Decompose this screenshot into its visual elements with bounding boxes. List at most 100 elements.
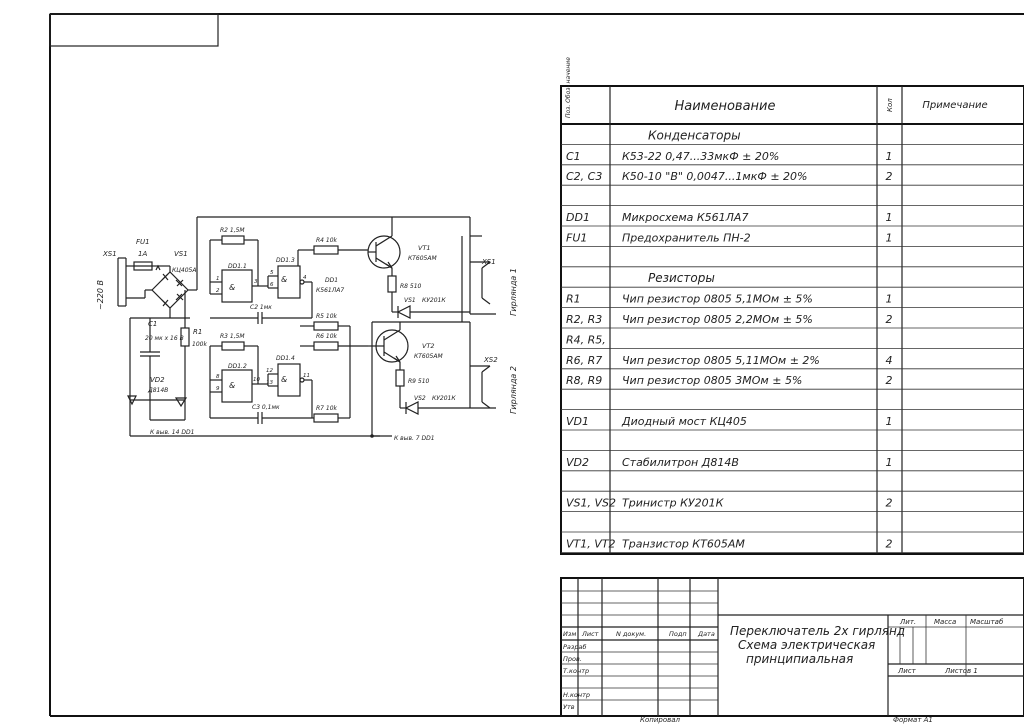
label-xs1-left: XS1 xyxy=(102,250,117,258)
spec-row-qty: 2 xyxy=(886,497,893,510)
spec-header-qty: Кол xyxy=(886,98,894,112)
label-r8: R8 510 xyxy=(400,283,422,290)
label-r1-val: 100k xyxy=(192,341,207,348)
pin-dd14-13: 13 xyxy=(266,380,273,386)
label-dd14: DD1.4 xyxy=(276,355,295,362)
xs1-socket xyxy=(470,261,491,305)
spec-row-ref: R2, R3 xyxy=(566,313,602,326)
label-vs2: VS2 xyxy=(414,395,426,402)
label-r5: R5 10k xyxy=(316,313,338,320)
tb-row-prov: Пров. xyxy=(563,655,582,663)
spec-row-qty: 2 xyxy=(886,170,893,183)
resistor-r2 xyxy=(221,235,245,245)
label-vd2: VD2 xyxy=(150,376,165,384)
pin-dd12-8: 8 xyxy=(216,374,220,380)
tb-row-razrab: Разраб xyxy=(563,643,586,651)
spec-row-name: Чип резистор 0805 5,11МОм ± 2% xyxy=(622,354,820,367)
resistor-r5 xyxy=(313,321,339,331)
tb-col-izm: Изм xyxy=(563,630,576,638)
spec-row-qty: 1 xyxy=(886,211,893,224)
spec-row-ref: R6, R7 xyxy=(566,354,602,367)
label-r4: R4 10k xyxy=(316,237,338,244)
tb-kopiroval: Копировал xyxy=(640,716,681,724)
label-c2: C2 1мк xyxy=(250,304,272,311)
tb-col-list: Лист xyxy=(581,630,599,638)
gate-dd13-amp: & xyxy=(281,275,287,284)
label-vd2-val: Д814В xyxy=(147,387,168,394)
spec-row-name: Предохранитель ПН-2 xyxy=(622,231,751,244)
spec-row-ref: VD2 xyxy=(566,456,589,469)
tb-title-line3: принципиальная xyxy=(746,652,853,666)
label-fu1: FU1 xyxy=(136,238,150,246)
label-xs1-out: XS1 xyxy=(481,258,496,266)
spec-section-title: Конденсаторы xyxy=(648,128,741,142)
schematic: XS1 ~220 В FU1 1А VS1 КЦ405А xyxy=(96,216,518,442)
sheet-frame xyxy=(49,13,1024,717)
pin-dd13-6: 6 xyxy=(270,282,274,288)
label-vt2: VT2 xyxy=(422,342,435,350)
label-fu1-val: 1А xyxy=(138,250,147,258)
resistor-r4 xyxy=(313,245,339,255)
label-dd13: DD1.3 xyxy=(276,257,295,264)
zener-vd2 xyxy=(174,397,188,408)
resistor-r8 xyxy=(387,275,397,293)
tb-col-doc: N докум. xyxy=(616,630,646,638)
spec-row-ref: R4, R5, xyxy=(566,333,606,346)
gate-dd11 xyxy=(221,269,253,303)
tb-masshtab: Масштаб xyxy=(970,618,1004,626)
label-vt1: VT1 xyxy=(418,244,431,252)
spec-row-ref: C1 xyxy=(566,150,581,163)
spec-section-title: Резисторы xyxy=(648,271,715,285)
pin-dd11-1: 1 xyxy=(216,276,220,282)
tb-row-utv: Утв xyxy=(563,703,575,711)
spec-header-name: Наименование xyxy=(674,99,775,114)
xs2-socket xyxy=(470,365,496,409)
resistor-r9 xyxy=(395,369,405,387)
label-vt2-type: КТ605АМ xyxy=(414,353,443,360)
spec-row-ref: VT1, VT2 xyxy=(566,537,615,550)
gate-dd11-amp: & xyxy=(229,283,235,292)
spec-row-qty: 2 xyxy=(886,313,893,326)
pin-dd14-11: 11 xyxy=(303,373,310,379)
spec-row-ref: VD1 xyxy=(566,415,589,428)
spec-row-ref: R8, R9 xyxy=(566,374,602,387)
thyristor-vs2 xyxy=(404,401,419,415)
pin-dd14-12: 12 xyxy=(266,368,273,374)
spec-row-ref: FU1 xyxy=(566,231,587,244)
xs1-plug xyxy=(117,257,127,307)
label-garland2: Гирлянда 2 xyxy=(509,366,518,414)
label-r6: R6 10k xyxy=(316,333,338,340)
spec-row-name: Диодный мост КЦ405 xyxy=(621,415,747,428)
pin-dd12-9: 9 xyxy=(216,386,220,392)
label-vs1: VS1 xyxy=(404,297,416,304)
label-garland1: Гирлянда 1 xyxy=(509,268,518,316)
tb-massa: Масса xyxy=(934,618,956,626)
label-c1-val: 20 мк х 16 В xyxy=(145,335,184,342)
label-dd1: DD1 xyxy=(325,277,338,284)
label-dd11: DD1.1 xyxy=(228,263,247,270)
label-c1: С1 xyxy=(148,320,157,328)
resistor-r6 xyxy=(313,341,339,351)
spec-row-ref: C2, C3 xyxy=(566,170,602,183)
spec-row-qty: 4 xyxy=(886,354,893,367)
thyristor-vs1 xyxy=(396,305,411,319)
spec-table: Поз. Обоз- начение Наименование Кол Прим… xyxy=(560,57,1024,555)
resistor-r3 xyxy=(221,341,245,351)
tb-list: Лист xyxy=(897,667,917,675)
label-vs1-bridge-val: КЦ405А xyxy=(172,267,196,274)
tb-listov: Листов 1 xyxy=(944,667,978,675)
tb-lit: Лит. xyxy=(899,618,916,626)
spec-row-qty: 2 xyxy=(886,537,893,550)
label-vt1-type: КТ605АМ xyxy=(408,255,437,262)
label-c3: C3 0,1мк xyxy=(252,404,280,411)
document-code-box xyxy=(49,13,219,47)
pin-dd13-4: 4 xyxy=(303,275,307,281)
label-r1: R1 xyxy=(193,328,202,336)
label-r3: R3 1,5М xyxy=(220,333,245,340)
spec-row-name: Чип резистор 0805 5,1МОм ± 5% xyxy=(622,293,813,306)
gate-dd12-amp: & xyxy=(229,381,235,390)
tb-col-date: Дата xyxy=(697,630,715,638)
spec-row-name: Стабилитрон Д814В xyxy=(622,456,739,469)
pin-dd13-5: 5 xyxy=(270,270,274,276)
